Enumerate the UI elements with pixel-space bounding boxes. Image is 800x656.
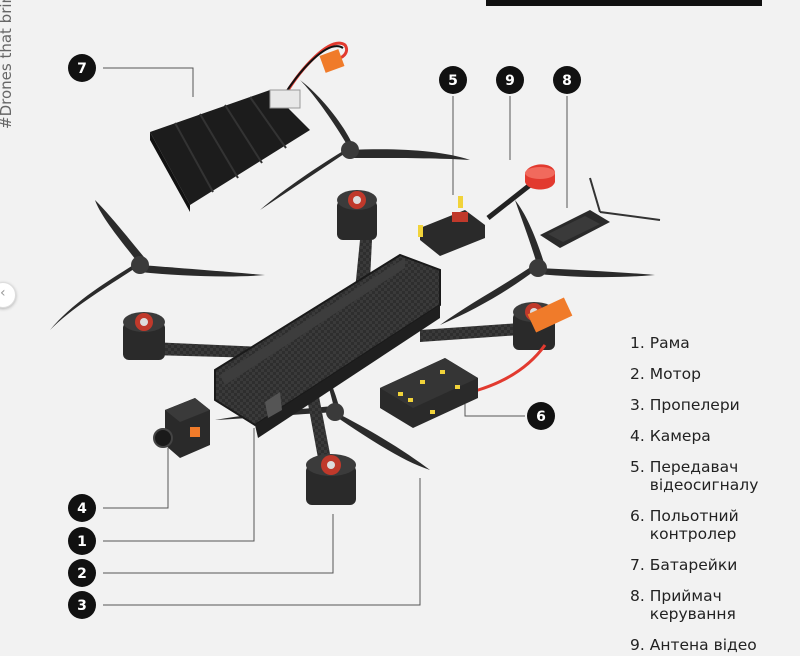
- frame: [150, 240, 535, 480]
- legend-label: Рама: [649, 334, 690, 352]
- legend-item: 3. Пропелери: [630, 396, 758, 414]
- svg-text:3: 3: [77, 598, 87, 614]
- legend-item: 9. Антена відео: [630, 636, 758, 654]
- legend-number: 8.: [630, 587, 645, 605]
- svg-text:5: 5: [448, 73, 458, 89]
- legend-number: 6.: [630, 507, 645, 525]
- legend-label: Антена відео: [649, 636, 757, 654]
- parts-legend: 1. Рама 2. Мотор 3. Пропелери 4. Камера …: [630, 334, 758, 654]
- svg-text:8: 8: [562, 73, 572, 89]
- callout-3: 3: [68, 591, 96, 619]
- callout-8: 8: [553, 66, 581, 94]
- legend-label: Польотний контролер: [649, 507, 739, 543]
- chevron-left-icon: ‹: [0, 285, 6, 301]
- svg-text:7: 7: [77, 61, 87, 77]
- leader-lines: [103, 67, 568, 606]
- svg-text:9: 9: [505, 73, 515, 89]
- callout-4: 4: [68, 494, 96, 522]
- legend-item: 2. Мотор: [630, 365, 758, 383]
- legend-number: 3.: [630, 396, 645, 414]
- legend-label: Передавач відеосигналу: [649, 458, 759, 494]
- callout-6: 6: [527, 402, 555, 430]
- svg-text:6: 6: [536, 409, 546, 425]
- receiver: [540, 177, 661, 248]
- callout-badges: 7 5 9 8 6 4 1 2 3: [68, 54, 581, 619]
- legend-label: Мотор: [649, 365, 701, 383]
- legend-item: 7. Батарейки: [630, 556, 758, 574]
- legend-number: 2.: [630, 365, 645, 383]
- callout-2: 2: [68, 559, 96, 587]
- callout-1: 1: [68, 527, 96, 555]
- flight-controller: [380, 358, 478, 428]
- video-transmitter: [418, 196, 485, 256]
- legend-label: Приймач керування: [649, 587, 736, 623]
- legend-item: 6. Польотний контролер: [630, 507, 758, 543]
- legend-item: 1. Рама: [630, 334, 758, 352]
- svg-text:1: 1: [77, 534, 87, 550]
- video-antenna: [486, 164, 555, 220]
- legend-item: 5. Передавач відеосигналу: [630, 458, 758, 494]
- callout-9: 9: [496, 66, 524, 94]
- motors: [123, 190, 573, 505]
- legend-number: 7.: [630, 556, 645, 574]
- legend-item: 4. Камера: [630, 427, 758, 445]
- legend-item: 8. Приймач керування: [630, 587, 758, 623]
- svg-text:2: 2: [77, 566, 87, 582]
- camera: [153, 398, 210, 458]
- legend-number: 5.: [630, 458, 645, 476]
- legend-number: 9.: [630, 636, 645, 654]
- callout-7: 7: [68, 54, 96, 82]
- battery: [150, 41, 349, 212]
- propellers: [50, 80, 655, 470]
- legend-number: 1.: [630, 334, 645, 352]
- top-banner: [486, 0, 762, 6]
- legend-label: Батарейки: [649, 556, 738, 574]
- callout-5: 5: [439, 66, 467, 94]
- legend-number: 4.: [630, 427, 645, 445]
- legend-label: Пропелери: [649, 396, 740, 414]
- legend-label: Камера: [649, 427, 711, 445]
- svg-text:4: 4: [77, 501, 87, 517]
- propeller-hubs: [131, 141, 547, 421]
